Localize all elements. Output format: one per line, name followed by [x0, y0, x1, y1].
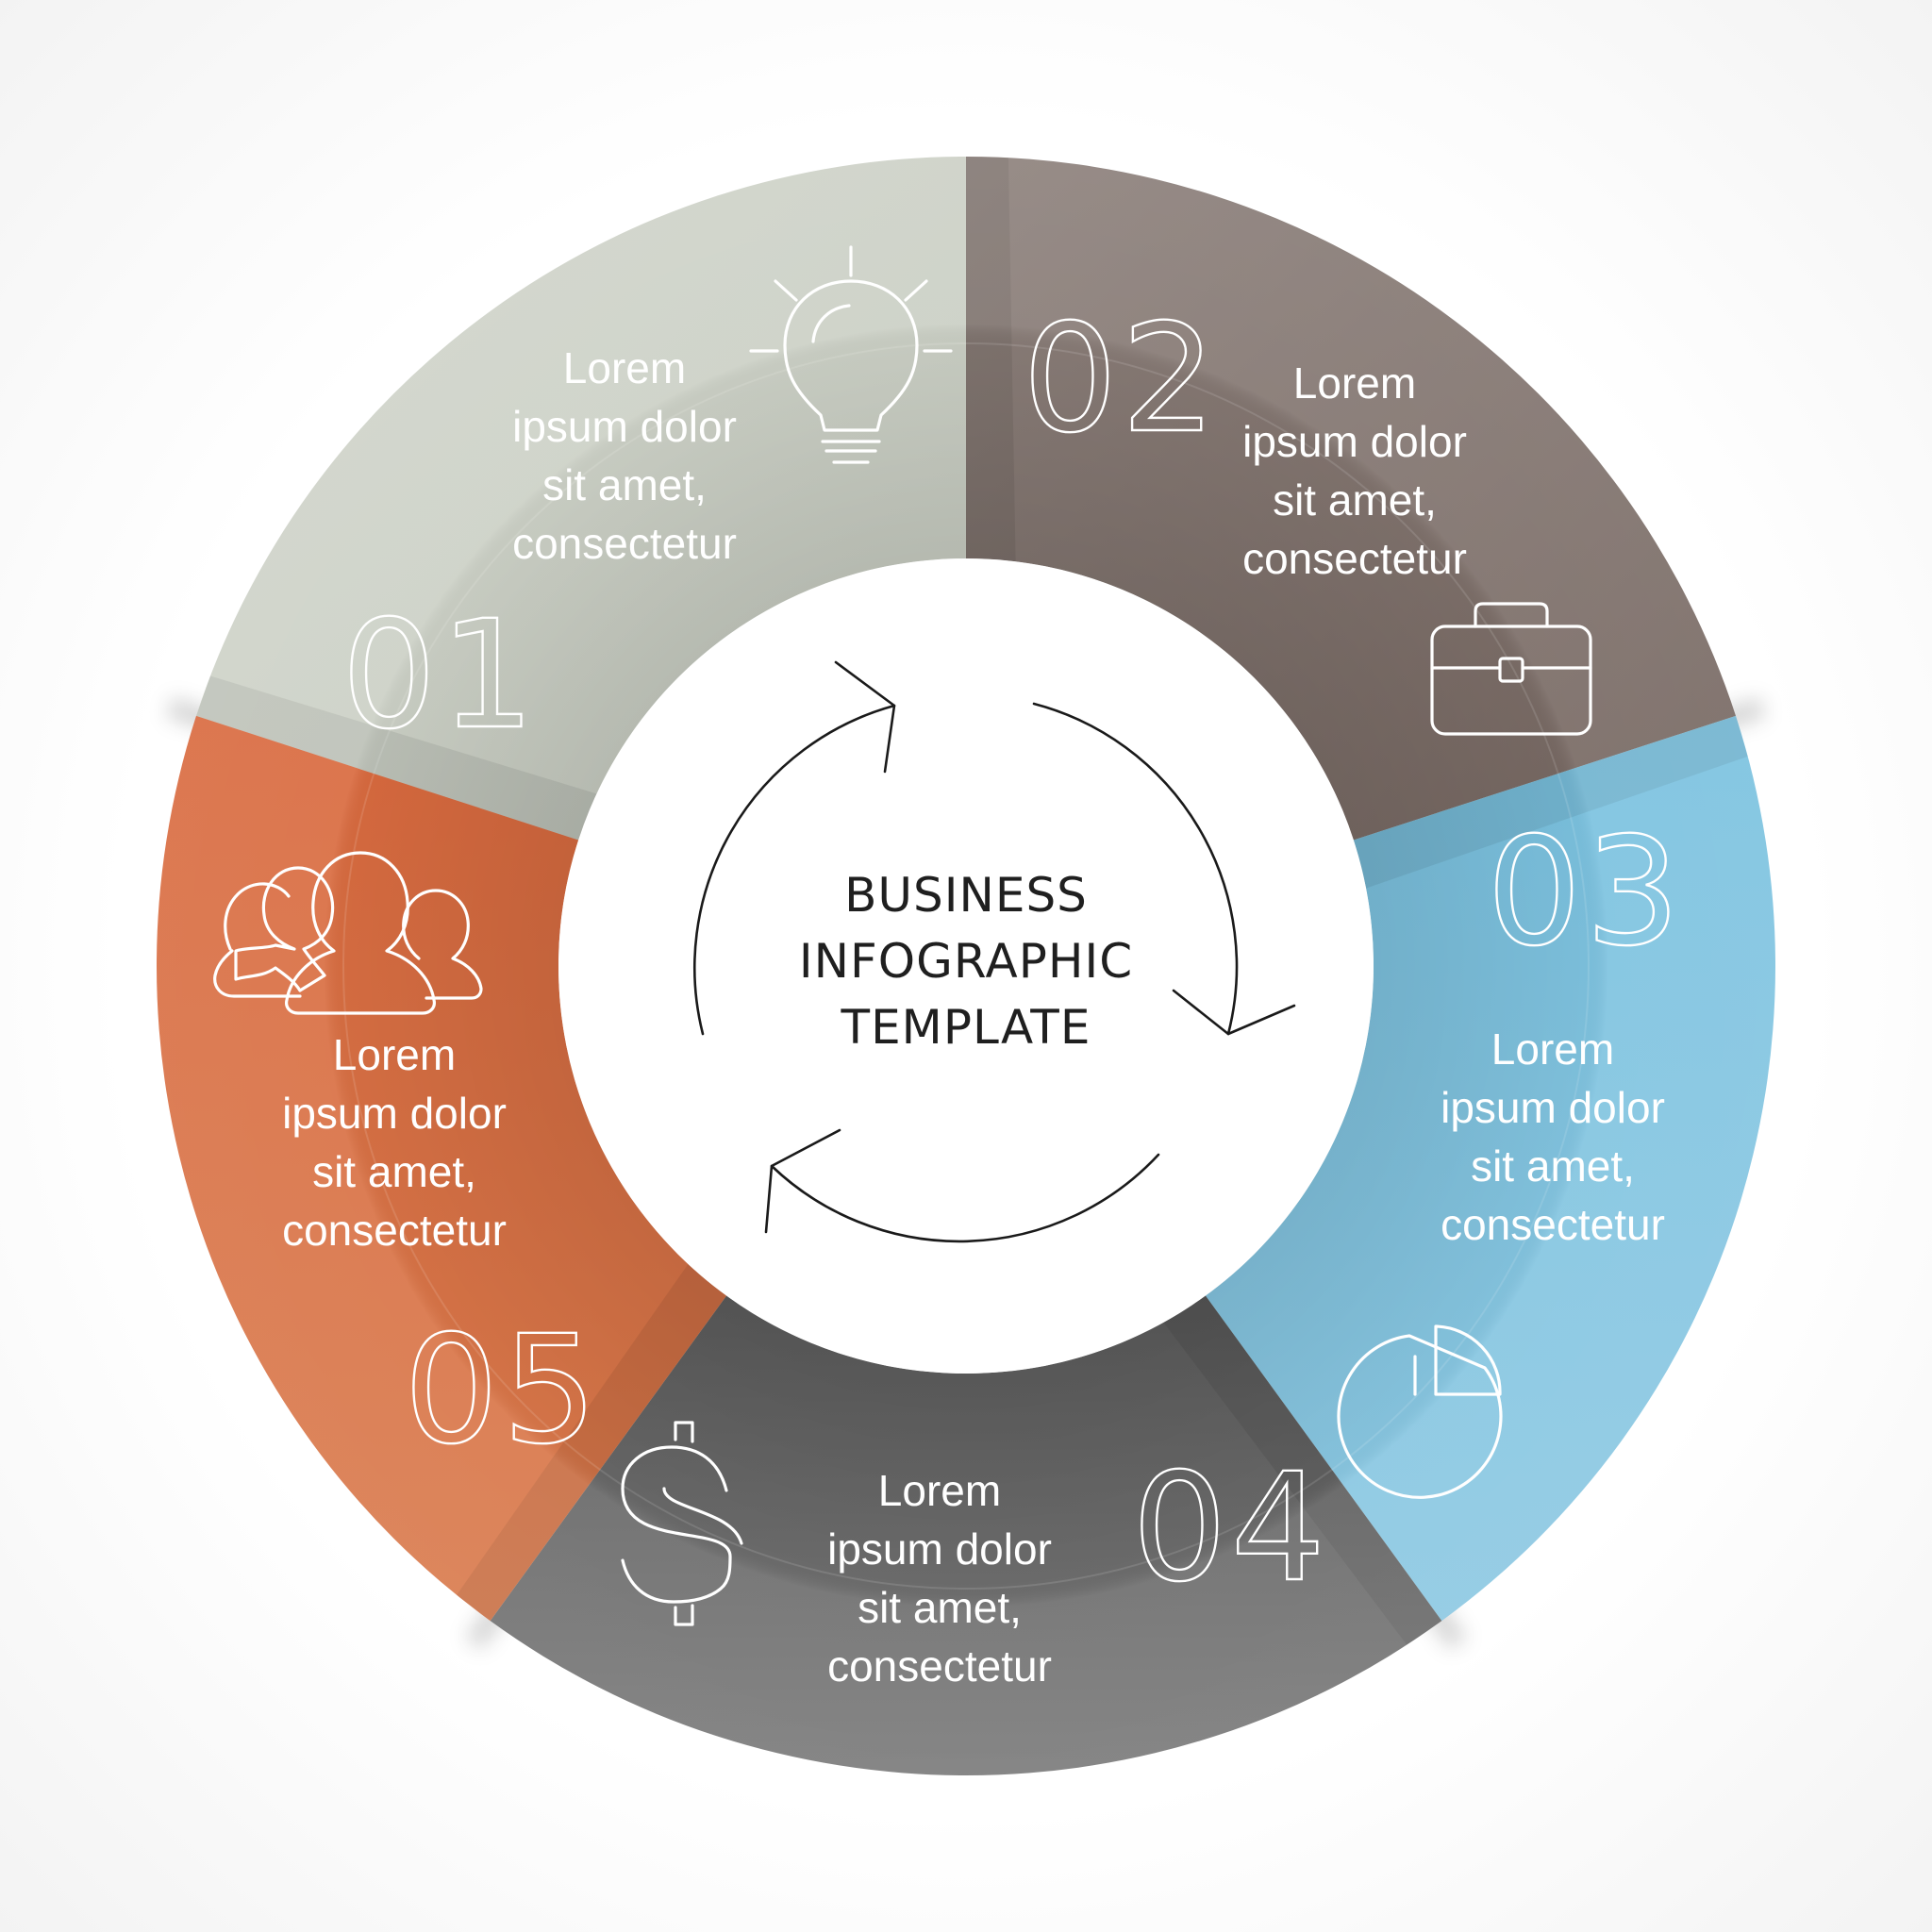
segment-04-number: 04	[1132, 1441, 1329, 1615]
center-title-line-1: BUSINESS	[844, 868, 1088, 923]
segment-01: 01 Lorem ipsum dolor sit amet, consectet…	[341, 245, 953, 763]
arrowhead-bottom-icon	[764, 1128, 841, 1234]
segment-05-line-1: Lorem	[333, 1030, 456, 1079]
segment-05-number: 05	[404, 1304, 601, 1477]
segment-03-line-3: sit amet,	[1471, 1141, 1635, 1191]
briefcase-icon	[1430, 602, 1592, 736]
segment-02: 02 Lorem ipsum dolor sit amet, consectet…	[1022, 291, 1592, 736]
segment-03-line-1: Lorem	[1491, 1024, 1614, 1074]
segment-04-line-2: ipsum dolor	[827, 1524, 1052, 1574]
segment-01-number: 01	[341, 589, 539, 762]
arrowhead-right-icon	[1172, 989, 1296, 1036]
segment-fold-shade	[966, 157, 1016, 562]
segment-02-number: 02	[1023, 292, 1220, 466]
people-icon	[213, 851, 483, 1015]
segment-03: 03 Lorem ipsum dolor sit amet, consectet…	[1337, 805, 1684, 1499]
segment-04-line-1: Lorem	[878, 1466, 1001, 1515]
segment-01-line-3: sit amet,	[542, 460, 707, 509]
dollar-icon	[621, 1421, 743, 1626]
segment-02-line-4: consectetur	[1242, 534, 1467, 583]
pie-chart-icon	[1337, 1324, 1503, 1499]
ring-inner-highlight	[342, 342, 1590, 1590]
segment-05-line-4: consectetur	[282, 1206, 507, 1255]
segment-02-line-3: sit amet,	[1273, 475, 1437, 525]
center-circle	[558, 558, 1374, 1374]
segment-04-line-3: sit amet,	[858, 1583, 1022, 1632]
segment-02-line-1: Lorem	[1293, 358, 1416, 408]
segment-03-line-4: consectetur	[1441, 1200, 1665, 1249]
segment-01-line-2: ipsum dolor	[512, 402, 737, 451]
segment-05: 05 Lorem ipsum dolor sit amet, consectet…	[213, 851, 601, 1478]
cycle-arrow-bottom	[770, 1153, 1160, 1243]
segment-05-line-2: ipsum dolor	[282, 1089, 507, 1138]
center-title-line-3: TEMPLATE	[841, 1000, 1091, 1055]
segment-04: 04 Lorem ipsum dolor sit amet, consectet…	[621, 1421, 1329, 1690]
segment-05-line-3: sit amet,	[312, 1147, 476, 1196]
arrowhead-top-left-icon	[834, 660, 896, 774]
center-title-line-2: INFOGRAPHIC	[799, 934, 1133, 989]
cycle-arrow-top-left	[692, 704, 896, 1036]
cycle-arrow-right	[1032, 702, 1239, 1036]
segment-04-line-4: consectetur	[827, 1641, 1052, 1690]
lightbulb-icon	[749, 245, 953, 464]
segment-01-line-4: consectetur	[512, 519, 737, 568]
segment-01-line-1: Lorem	[563, 343, 686, 392]
segment-02-line-2: ipsum dolor	[1242, 417, 1467, 466]
segment-03-line-2: ipsum dolor	[1441, 1083, 1665, 1132]
segment-03-number: 03	[1487, 806, 1684, 979]
cycle-arrows	[692, 660, 1296, 1243]
